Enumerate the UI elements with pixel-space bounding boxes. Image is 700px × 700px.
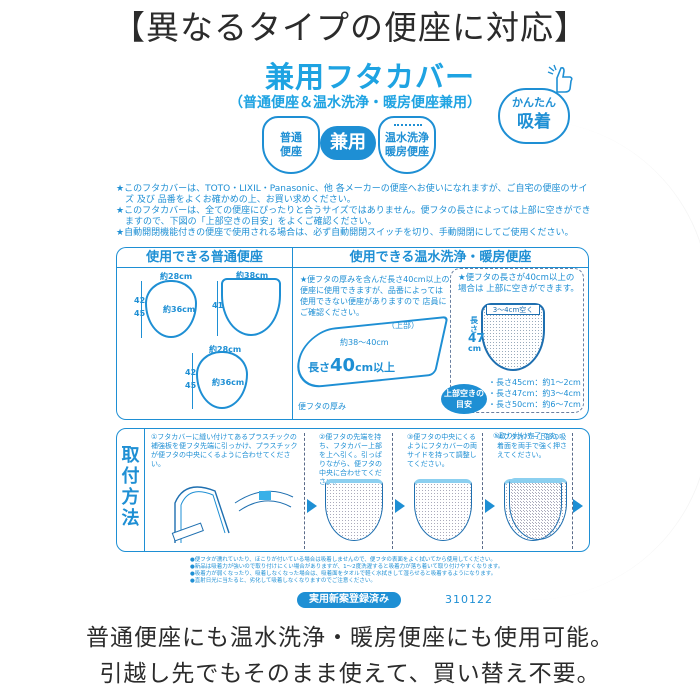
dim-label: 約28cm bbox=[209, 345, 242, 354]
warm-seat-badge: 温水洗浄 暖房便座 bbox=[378, 116, 436, 174]
dim-label: 45 bbox=[134, 309, 146, 318]
step-text: ④フタカバー上部の吸着面を両手で強く押さえてください。 bbox=[497, 433, 567, 459]
dim-line bbox=[192, 353, 193, 409]
gap-badge-line2: 目安 bbox=[456, 400, 472, 409]
lid-length-prefix: 長さ bbox=[308, 361, 330, 374]
dim-label: 約36cm bbox=[212, 378, 245, 387]
registration-badge: 実用新案登録済み bbox=[297, 592, 401, 608]
seat-diagram-oval-1 bbox=[145, 280, 197, 338]
dim-label: 約38cm bbox=[236, 271, 269, 280]
fine-print-item: ●便フタが濡れていたり、ほこりが付いている場合は吸着しませんので、便フタの表面を… bbox=[190, 557, 496, 563]
gap-guide-list: ・長さ45cm：約1〜2cm ・長さ47cm：約3〜4cm ・長さ50cm：約6… bbox=[488, 377, 581, 410]
seat-cover-diagram bbox=[413, 479, 472, 541]
product-code: 310122 bbox=[445, 593, 493, 606]
bottom-caption-line1: 普通便座にも温水洗浄・暖房便座にも使用可能。 bbox=[86, 625, 614, 651]
easy-suction-line2: 吸着 bbox=[517, 112, 551, 132]
normal-seat-badge: 普通 便座 bbox=[262, 116, 320, 174]
dim-line bbox=[217, 281, 218, 336]
note-item: ★自動開閉機能付きの便座で使用される場合は、必ず自動開閉スイッチを切り、手動開閉… bbox=[116, 228, 574, 238]
installation-label: 取付方法 bbox=[117, 429, 145, 551]
seat-cover-diagram bbox=[324, 479, 383, 541]
gap-length-label: 長さ 47 cm bbox=[468, 316, 485, 353]
gap-length-prefix: 長さ bbox=[470, 316, 478, 334]
nozzle-icon bbox=[394, 121, 422, 126]
fine-print-item: ●吸着力が弱くなったり、吸着しなくなった場合は、吸着面をタオルで軽く水拭きして湿… bbox=[190, 571, 497, 577]
install-step-2: ②便フタの先端を持ち、フタカバー上部を上へ引く。引っぱりながら、便フタの中央に合… bbox=[315, 433, 393, 549]
dim-label: 約36cm bbox=[163, 305, 196, 314]
bottom-caption: 普通便座にも温水洗浄・暖房便座にも使用可能。 引越し先でもそのまま使えて、買い替… bbox=[0, 620, 700, 692]
fine-print: ●便フタが濡れていたり、ほこりが付いている場合は吸着しませんので、便フタの表面を… bbox=[190, 557, 590, 585]
gap-row: ・長さ45cm：約1〜2cm bbox=[488, 378, 581, 387]
dim-label: 約28cm bbox=[160, 272, 193, 281]
gap-length-unit: cm bbox=[468, 344, 482, 353]
lid-top-label: （上部） bbox=[387, 321, 419, 330]
gap-row: ・長さ47cm：約3〜4cm bbox=[488, 389, 581, 398]
lid-length-value: 40 bbox=[330, 355, 356, 376]
step-text: ③便フタの中央にくるようにフタカバーの両サイドを持って調整してください。 bbox=[407, 433, 477, 468]
install-step-5: ⑤取り付け完了です。 bbox=[489, 432, 587, 548]
gap-length-value: 47 bbox=[468, 331, 485, 345]
note-item: ★このフタカバーは、全ての便座にぴったりと合うサイズではありません。便フタの長さ… bbox=[116, 206, 591, 227]
thumbs-up-hand-icon bbox=[545, 64, 575, 94]
warm-seat-label-2: 暖房便座 bbox=[385, 145, 429, 158]
easy-suction-line1: かんたん bbox=[512, 96, 556, 109]
gap-badge-line1: 上部空きの bbox=[444, 389, 484, 398]
warm-seats-note: ★便フタの厚みを含んだ長さ40cm以上の便座に使用できますが、品番によっては使用… bbox=[300, 275, 450, 317]
step-text: ⑤取り付け完了です。 bbox=[493, 432, 562, 440]
seat-diagram-oval-2 bbox=[196, 351, 248, 409]
dim-line bbox=[141, 281, 142, 338]
normal-seat-label-1: 普通 bbox=[280, 131, 302, 144]
gap-row: ・長さ50cm：約6〜7cm bbox=[488, 400, 581, 409]
lid-thickness-label: 便フタの厚み bbox=[298, 402, 346, 411]
install-step-1: ①フタカバーに縫い付けてあるプラスチックの補強板を便フタ先端に引っかけ、プラスチ… bbox=[147, 433, 305, 549]
normal-seats-title: 使用できる普通便座 bbox=[117, 248, 292, 268]
warm-seats-title: 使用できる温水洗浄・暖房便座 bbox=[293, 248, 588, 268]
bottom-caption-line2: 引越し先でもそのまま使えて、買い替え不要。 bbox=[99, 661, 601, 687]
arrow-right-icon bbox=[573, 499, 583, 513]
product-subtitle: （普通便座＆温水洗浄・暖房便座兼用） bbox=[229, 95, 481, 111]
install-step-3: ③便フタの中央にくるようにフタカバーの両サイドを持って調整してください。 bbox=[403, 433, 483, 549]
lid-length-label: 長さ40cm以上 bbox=[308, 355, 395, 376]
lid-hook-diagram bbox=[171, 486, 294, 543]
gap-guide-box bbox=[450, 268, 584, 413]
normal-seat-label-2: 便座 bbox=[280, 145, 302, 158]
gap-guide-title: ★便フタの長さが40cm以上の場合は 上部に空きができます。 bbox=[458, 273, 579, 294]
dim-label: 42 bbox=[134, 296, 146, 305]
headline: 【異なるタイプの便座に対応】 bbox=[112, 8, 588, 47]
easy-suction-badge: かんたん 吸着 bbox=[498, 88, 570, 144]
combo-badge: 兼用 bbox=[320, 126, 376, 160]
lid-dim-label: 約38〜40cm bbox=[340, 338, 389, 347]
dim-label: 45 bbox=[185, 381, 197, 390]
dim-label: 42 bbox=[185, 368, 197, 377]
arrow-right-icon bbox=[485, 499, 495, 513]
note-item: ★このフタカバーは、TOTO・LIXIL・Panasonic、他 各メーカーの便… bbox=[116, 184, 588, 205]
fine-print-item: ●新品は吸着力が強いので取り付けにくい場合がありますが、1〜2度洗濯すると吸着力… bbox=[190, 564, 504, 570]
gap-strip-label: 3〜4cm空く bbox=[486, 304, 540, 315]
gap-guide-badge: 上部空きの 目安 bbox=[441, 384, 487, 414]
fine-print-item: ●直射日光に当たると、劣化して吸着しなくなりますのでご注意ください。 bbox=[190, 578, 376, 584]
lid-length-suffix: cm以上 bbox=[355, 361, 396, 374]
arrow-right-icon bbox=[395, 499, 405, 513]
seat-cover-diagram bbox=[509, 478, 567, 540]
product-title: 兼用フタカバー bbox=[264, 60, 475, 94]
arrow-right-icon bbox=[307, 499, 317, 513]
warm-seat-label-1: 温水洗浄 bbox=[385, 131, 429, 144]
step-text: ①フタカバーに縫い付けてあるプラスチックの補強板を便フタ先端に引っかけ、プラスチ… bbox=[151, 433, 298, 468]
notes: ★このフタカバーは、TOTO・LIXIL・Panasonic、他 各メーカーの便… bbox=[116, 184, 596, 239]
